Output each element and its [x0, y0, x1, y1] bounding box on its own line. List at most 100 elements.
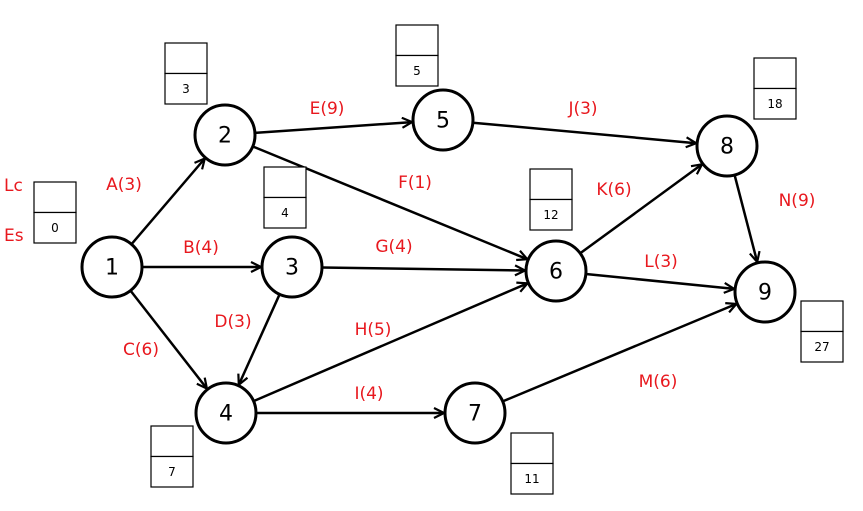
- node-label: 2: [218, 124, 232, 149]
- time-box-node-7: 11: [510, 432, 554, 495]
- legend-lc-label: Lc: [4, 176, 23, 196]
- node-2: 2: [193, 103, 257, 167]
- edge-l: L(3): [585, 252, 734, 289]
- time-box-bottom-cell: [753, 87, 797, 120]
- node-label: 5: [436, 109, 450, 134]
- edge-label-n: N(9): [779, 191, 816, 211]
- edge-label-g: G(4): [375, 237, 412, 257]
- node-circle: [80, 235, 144, 299]
- edge-m: M(6): [502, 304, 737, 403]
- edge-e: E(9): [254, 99, 412, 135]
- time-box-es-value: 3: [182, 82, 190, 96]
- edge-d: D(3): [214, 293, 281, 385]
- edge-arrow-c: [129, 289, 207, 389]
- node-7: 7: [443, 381, 507, 445]
- node-circle: [695, 114, 759, 178]
- edge-label-e: E(9): [310, 99, 345, 119]
- node-label: 6: [549, 260, 563, 285]
- edge-label-a: A(3): [106, 175, 142, 195]
- time-box-top-cell: [150, 425, 194, 458]
- edge-i: I(4): [256, 384, 444, 413]
- edge-h: H(5): [253, 283, 528, 403]
- time-box-es-value: 12: [543, 208, 558, 222]
- node-9: 9: [733, 260, 797, 324]
- node-circle: [193, 103, 257, 167]
- node-circle: [411, 88, 475, 152]
- edge-n: N(9): [733, 174, 816, 262]
- edge-arrow-h: [253, 283, 528, 403]
- time-box-top-cell: [395, 24, 439, 57]
- time-box-top-cell: [263, 166, 307, 199]
- time-box-bottom-cell: [529, 198, 573, 231]
- time-box-es-value: 4: [281, 206, 289, 220]
- edge-j: J(3): [472, 99, 696, 143]
- time-box-es-value: 18: [767, 97, 782, 111]
- edge-label-j: J(3): [567, 99, 597, 119]
- time-box-top-cell: [33, 181, 77, 214]
- time-box-bottom-cell: [510, 462, 554, 495]
- time-box-top-cell: [753, 57, 797, 90]
- time-box-bottom-cell: [263, 196, 307, 229]
- node-circle: [443, 381, 507, 445]
- edge-label-b: B(4): [183, 238, 219, 258]
- edge-arrow-l: [585, 272, 734, 289]
- time-box-bottom-cell: [164, 72, 208, 105]
- node-circle: [260, 235, 324, 299]
- time-box-node-9: 27: [800, 300, 844, 363]
- time-box-top-cell: [510, 432, 554, 465]
- edge-label-h: H(5): [355, 320, 392, 340]
- time-box-node-5: 5: [395, 24, 439, 87]
- edge-label-d: D(3): [214, 312, 251, 332]
- time-box-node-6: 12: [529, 168, 573, 231]
- node-circle: [733, 260, 797, 324]
- time-box-top-cell: [529, 168, 573, 201]
- time-box-es-value: 11: [524, 472, 539, 486]
- edge-arrow-m: [502, 304, 737, 403]
- edge-label-k: K(6): [596, 180, 631, 200]
- edge-arrow-e: [254, 122, 412, 135]
- edge-arrow-g: [321, 268, 525, 271]
- legend: Lc Es: [4, 176, 24, 246]
- time-box-bottom-cell: [33, 211, 77, 244]
- node-label: 9: [758, 281, 772, 306]
- edge-k: K(6): [579, 164, 702, 255]
- edge-a: A(3): [106, 159, 205, 246]
- node-label: 3: [285, 256, 299, 281]
- time-box-bottom-cell: [150, 455, 194, 488]
- time-box-node-3: 4: [263, 166, 307, 229]
- edge-f: F(1): [252, 145, 528, 259]
- time-box-es-value: 0: [51, 221, 59, 235]
- edges-layer: A(3) B(4) C(6) D(3) E(9) F(1) G(4) H(5) I(4) J(3)…: [106, 99, 815, 413]
- node-circle: [194, 381, 258, 445]
- time-box-node-1: 0: [33, 181, 77, 244]
- time-box-es-value: 7: [168, 465, 176, 479]
- edge-label-i: I(4): [354, 384, 383, 404]
- node-circle: [524, 239, 588, 303]
- node-4: 4: [194, 381, 258, 445]
- edge-arrow-d: [239, 293, 281, 385]
- edge-arrow-k: [579, 164, 702, 255]
- time-box-es-value: 27: [814, 340, 829, 354]
- edge-arrow-a: [130, 159, 205, 246]
- edge-label-c: C(6): [123, 340, 159, 360]
- edge-g: G(4): [321, 237, 525, 271]
- edge-label-f: F(1): [398, 173, 432, 193]
- node-1: 1: [80, 235, 144, 299]
- time-box-es-value: 5: [413, 64, 421, 78]
- node-5: 5: [411, 88, 475, 152]
- node-label: 7: [468, 402, 482, 427]
- time-box-node-8: 18: [753, 57, 797, 120]
- node-label: 4: [219, 402, 233, 427]
- edge-label-l: L(3): [644, 252, 678, 272]
- time-box-bottom-cell: [395, 54, 439, 87]
- time-box-node-4: 7: [150, 425, 194, 488]
- edge-arrow-n: [733, 174, 758, 262]
- edge-b: B(4): [142, 238, 261, 267]
- edge-c: C(6): [123, 289, 207, 389]
- time-box-bottom-cell: [800, 330, 844, 363]
- edge-label-m: M(6): [639, 372, 678, 392]
- node-6: 6: [524, 239, 588, 303]
